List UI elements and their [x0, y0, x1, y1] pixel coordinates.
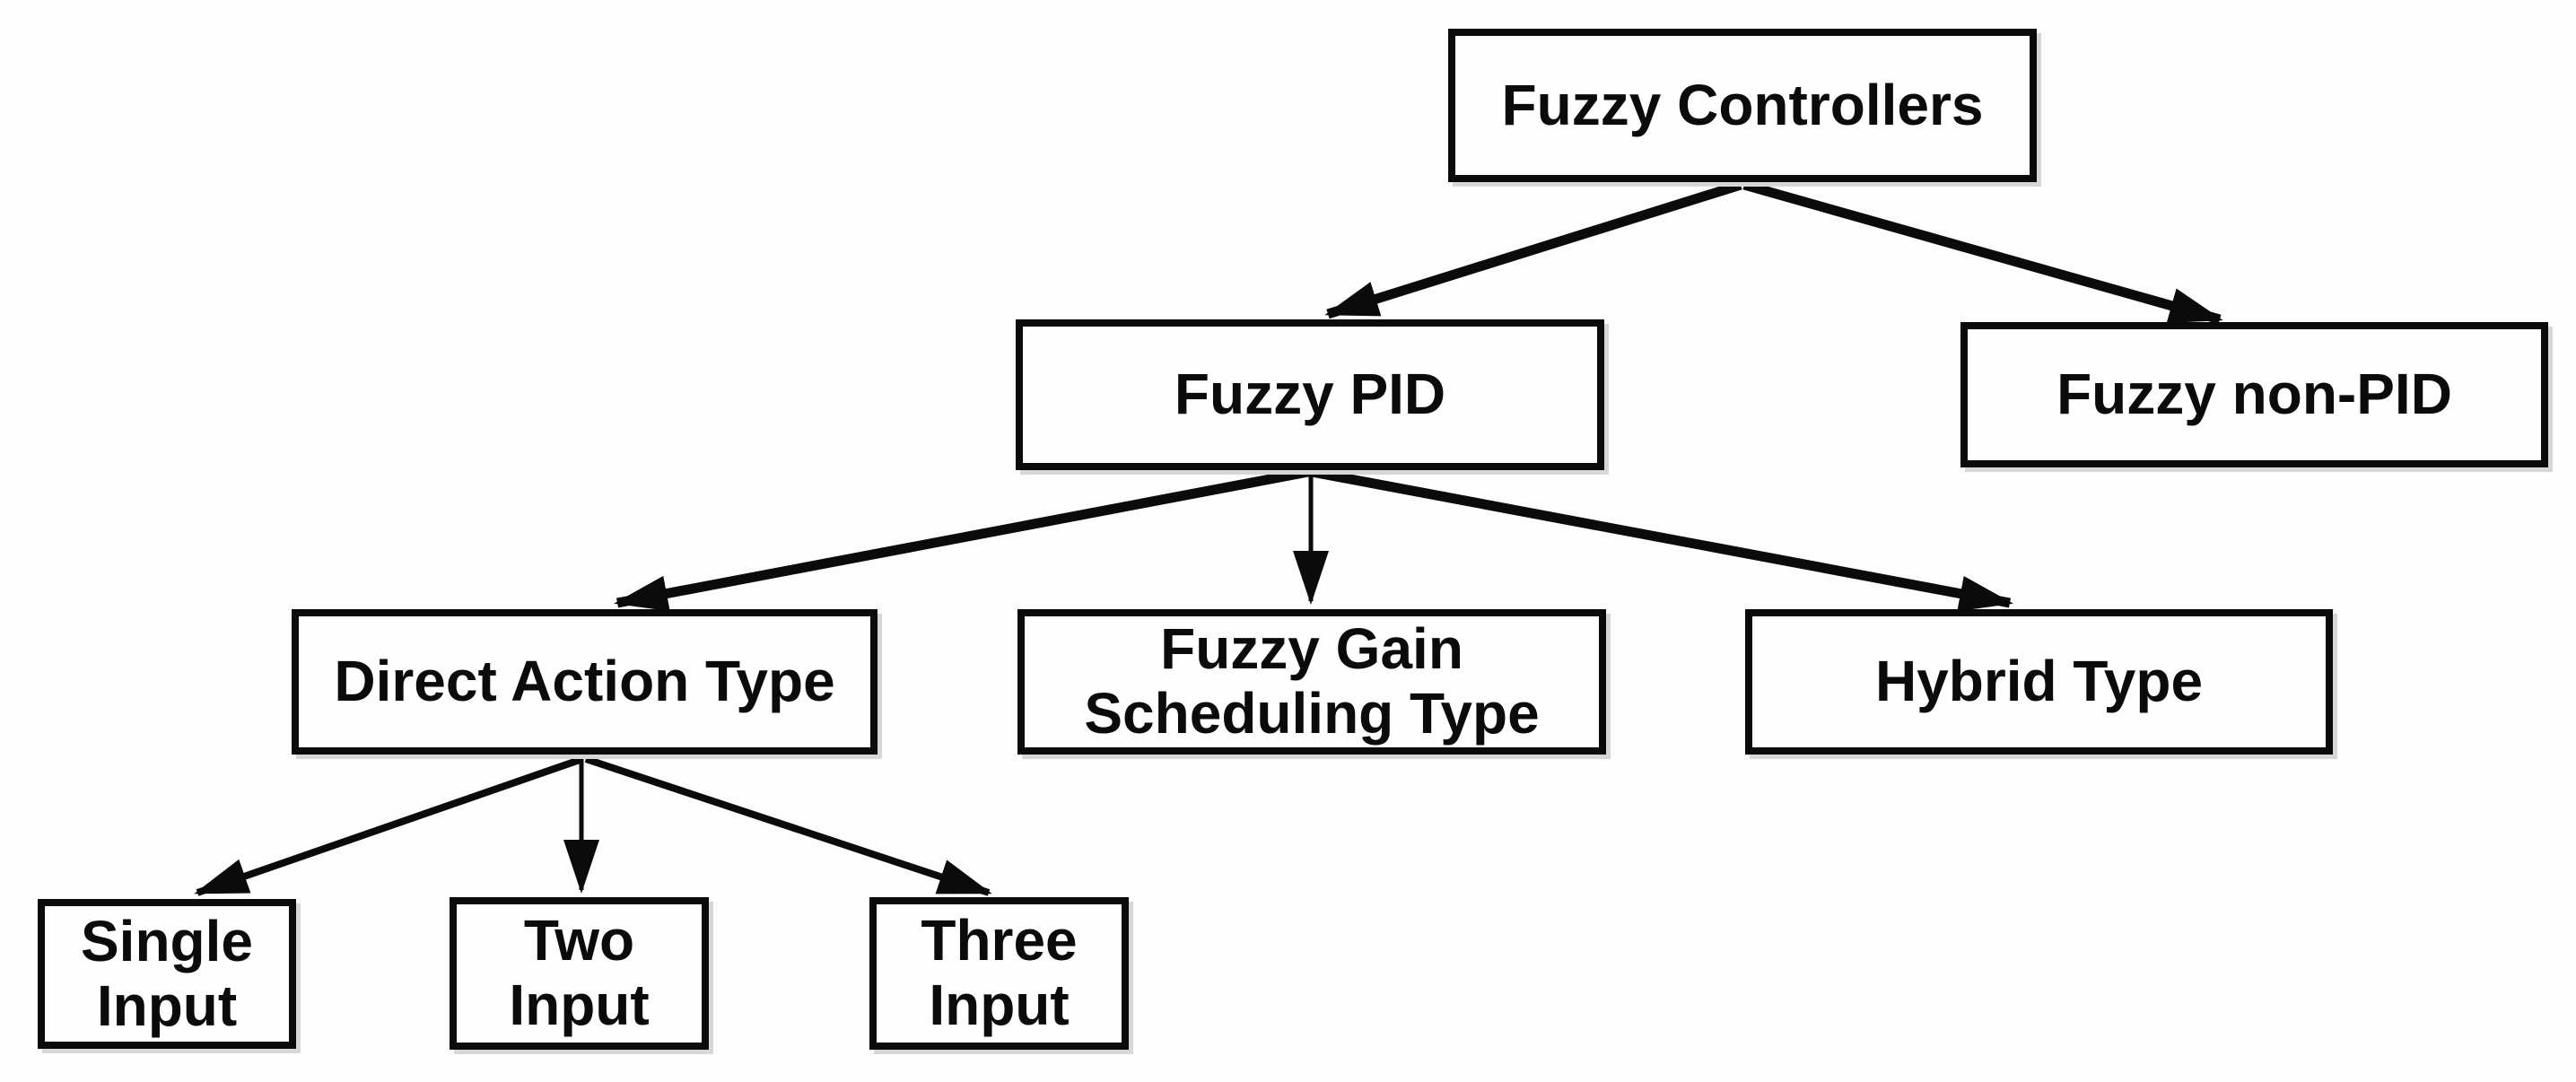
node-label: Single Input — [80, 908, 254, 1038]
node-label: Fuzzy Controllers — [1501, 72, 1984, 137]
node-label: Fuzzy non-PID — [2056, 362, 2452, 427]
edge-pid-to-hybrid — [1310, 467, 2013, 612]
edge-direct-to-single-input — [194, 755, 584, 896]
node-fuzzy-controllers: Fuzzy Controllers — [1448, 29, 2037, 182]
node-fuzzy-gain-scheduling-type: Fuzzy Gain Scheduling Type — [1017, 609, 1606, 755]
node-label: Hybrid Type — [1874, 649, 2204, 714]
node-hybrid-type: Hybrid Type — [1745, 609, 2333, 755]
node-fuzzy-non-pid: Fuzzy non-PID — [1960, 322, 2548, 467]
node-two-input: Two Input — [450, 897, 709, 1050]
node-fuzzy-pid: Fuzzy PID — [1016, 319, 1604, 470]
edge-pid-to-direct-action — [614, 467, 1310, 612]
edge-direct-to-three-input — [584, 755, 992, 896]
edge-controllers-to-pid — [1324, 179, 1742, 319]
node-label: Direct Action Type — [334, 649, 835, 714]
node-label: Three Input — [921, 908, 1078, 1037]
node-single-input: Single Input — [38, 899, 296, 1049]
node-three-input: Three Input — [869, 897, 1129, 1050]
node-label: Two Input — [509, 908, 650, 1037]
edge-controllers-to-nonpid — [1742, 179, 2223, 325]
node-label: Fuzzy PID — [1174, 362, 1446, 427]
node-label: Fuzzy Gain Scheduling Type — [1084, 616, 1540, 746]
node-direct-action-type: Direct Action Type — [292, 609, 878, 755]
